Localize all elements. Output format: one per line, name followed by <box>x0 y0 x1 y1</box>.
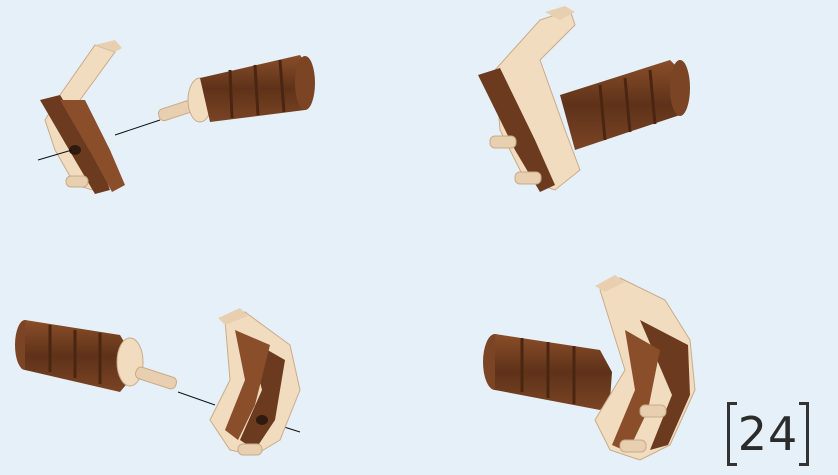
bracket-piece <box>210 308 300 455</box>
guide-line <box>178 392 215 405</box>
step-bottom-left-exploded <box>15 308 300 455</box>
step-top-left-exploded <box>38 40 315 194</box>
step-top-right-assembled <box>478 6 690 192</box>
handle-piece <box>188 55 315 122</box>
right-bracket-icon <box>799 402 809 466</box>
bracket-piece <box>40 40 125 194</box>
guide-line <box>115 120 160 135</box>
handle-piece <box>15 320 143 392</box>
step-bottom-right-assembled <box>483 275 695 460</box>
step-number-text: 24 <box>738 411 799 457</box>
handle-piece <box>560 60 690 150</box>
step-number-label: 24 <box>727 402 809 466</box>
left-bracket-icon <box>727 402 737 466</box>
bracket-piece <box>595 275 695 460</box>
dowel-peg <box>134 366 178 390</box>
handle-piece <box>483 334 612 410</box>
